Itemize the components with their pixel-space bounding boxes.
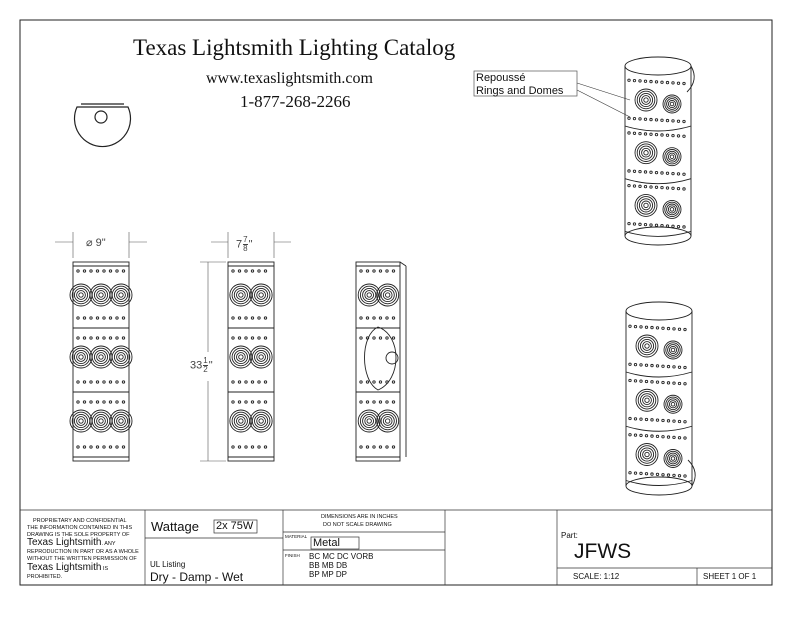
part-label: Part: (561, 531, 578, 540)
dim-height-unit: " (208, 359, 213, 372)
isometric-views (624, 56, 696, 496)
front-view-left (69, 261, 133, 462)
dim-height-num: 1 (203, 356, 208, 366)
title-block-frame (20, 509, 772, 585)
callout-rings-domes: Rings and Domes (476, 85, 564, 97)
phone-number: 1-877-268-2266 (240, 92, 351, 111)
finish-line: BC MC DC VORB (309, 552, 374, 561)
iso-view-top (624, 56, 695, 246)
proprietary-line: PROHIBITED. (27, 573, 63, 580)
company-name: Texas Lightsmith (27, 561, 102, 573)
proprietary-line: REPRODUCTION IN PART OR AS A WHOLE (27, 549, 139, 556)
proprietary-line: WITHOUT THE WRITTEN PERMISSION OF (27, 556, 137, 563)
dim-diameter: ⌀ 9" (86, 237, 106, 249)
material-label: MATERIAL (285, 534, 308, 539)
top-view (73, 103, 132, 148)
finish-options: BC MC DC VORB BB MB DB BP MP DP (309, 552, 373, 579)
callout-repousse: Repoussé (476, 72, 526, 84)
company-name: Texas Lightsmith (27, 537, 102, 549)
front-views (69, 261, 407, 462)
proprietary-tail: . ANY (101, 541, 116, 548)
website-link[interactable]: www.texaslightsmith.com (206, 70, 373, 87)
finish-label: FINISH (285, 553, 300, 558)
side-view (355, 261, 407, 462)
dim-depth-unit: " (248, 238, 253, 251)
material-value: Metal (313, 537, 340, 549)
proprietary-notice: PROPRIETARY AND CONFIDENTIAL THE INFORMA… (27, 518, 143, 581)
dim-height-den: 2 (203, 365, 208, 374)
part-number: JFWS (574, 540, 632, 563)
sheet-label: SHEET 1 OF 1 (703, 572, 757, 581)
front-view-center (227, 261, 275, 462)
catalog-title: Texas Lightsmith Lighting Catalog (133, 35, 456, 60)
proprietary-tail: IS (101, 565, 109, 572)
dim-depth-den: 8 (243, 244, 248, 253)
dim-height-whole: 33 (190, 359, 203, 372)
proprietary-line: PROPRIETARY AND CONFIDENTIAL (33, 518, 127, 524)
proprietary-line: DRAWING IS THE SOLE PROPERTY OF (27, 531, 130, 538)
dim-depth-num: 7 (243, 235, 248, 245)
proprietary-line: THE INFORMATION CONTAINED IN THIS (27, 524, 133, 531)
dims-note-1: DIMENSIONS ARE IN INCHES (321, 514, 398, 520)
finish-line: BB MB DB (309, 561, 348, 570)
ul-listing-label: UL Listing (150, 560, 186, 569)
wattage-label: Wattage (151, 519, 199, 534)
wattage-value: 2x 75W (216, 520, 254, 532)
ul-listing-value: Dry - Damp - Wet (150, 570, 244, 584)
dims-note-2: DO NOT SCALE DRAWING (323, 522, 392, 528)
scale-label: SCALE: 1:12 (573, 572, 620, 581)
callout-leaders (473, 70, 631, 118)
sheet-border (19, 19, 773, 586)
dim-depth-whole: 7 (236, 238, 243, 251)
dimension-lines (55, 232, 291, 462)
finish-line: BP MP DP (309, 570, 347, 579)
iso-view-bottom (625, 301, 696, 496)
